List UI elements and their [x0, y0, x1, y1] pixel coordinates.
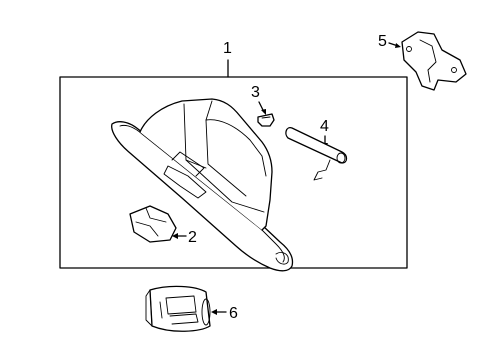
clip-head — [257, 113, 275, 127]
bracket-plate — [401, 31, 467, 91]
callout-5-label: 5 — [378, 33, 387, 50]
damper-link — [313, 159, 331, 181]
damper-end — [336, 152, 346, 164]
callout-5-arrow — [395, 43, 401, 48]
callout-3-label: 3 — [251, 84, 260, 101]
lock-cylinder-side — [145, 289, 153, 327]
glove-box-assembly — [111, 98, 294, 272]
lock-cylinder-rib — [159, 301, 163, 319]
bin-inner-lip — [205, 119, 267, 177]
handle-recess — [171, 151, 205, 177]
clip-part — [257, 113, 275, 127]
bin-inner-divider — [205, 100, 247, 197]
bin-inner-wall — [183, 103, 265, 213]
bracket-part — [401, 31, 467, 91]
lock-cylinder-slot — [169, 313, 199, 325]
callout-3-arrow — [261, 109, 266, 115]
hinge-tab — [275, 251, 289, 265]
latch-detail — [145, 207, 167, 223]
door-inner-rim — [119, 124, 285, 263]
callout-4-label: 4 — [320, 118, 329, 135]
lock-cylinder-body — [149, 285, 211, 332]
lock-cylinder-part — [145, 285, 211, 332]
latch-body — [129, 205, 177, 243]
latch-part — [129, 205, 177, 243]
callout-2-arrow — [172, 233, 178, 239]
lock-cylinder-face — [201, 298, 211, 326]
handle-pocket — [163, 165, 207, 199]
bracket-hole-1 — [406, 46, 412, 52]
clip-slot — [261, 116, 271, 119]
bracket-hole-2 — [451, 67, 457, 73]
callout-6-arrow — [211, 309, 217, 315]
bracket-edge — [427, 69, 431, 83]
callout-2-label: 2 — [188, 229, 197, 246]
callout-1-label: 1 — [223, 40, 232, 57]
assembly-frame — [59, 76, 408, 269]
bracket-flange — [419, 39, 437, 71]
latch-edge — [135, 221, 159, 237]
lock-cylinder-window — [165, 295, 197, 315]
glove-box-door — [111, 121, 294, 272]
glove-box-bin — [139, 98, 273, 231]
callout-6-label: 6 — [229, 305, 238, 322]
damper-part — [285, 127, 348, 181]
